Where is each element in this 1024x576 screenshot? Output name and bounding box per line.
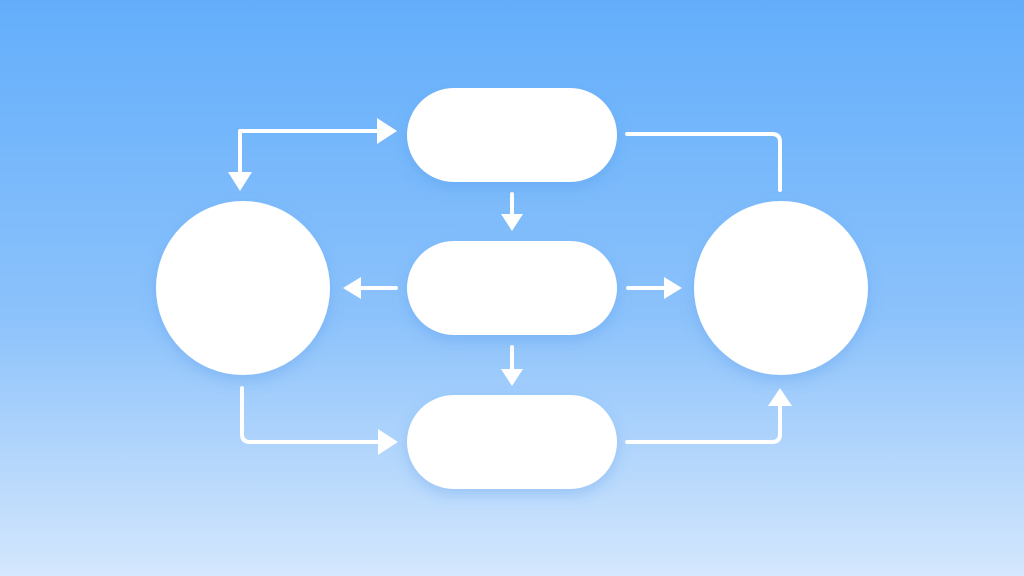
connector-top-pill-middle-pill xyxy=(501,192,523,231)
right-circle-node xyxy=(694,201,868,375)
connector-bottom-pill-right-circle xyxy=(625,388,792,444)
middle-pill-node xyxy=(407,241,617,335)
arrowhead-to-top-pill xyxy=(377,118,397,144)
connector-middle-pill-right-circle xyxy=(626,277,682,299)
connector-left-circle-bottom-pill xyxy=(240,386,398,455)
bottom-pill-node xyxy=(407,395,617,489)
connector-layer xyxy=(228,118,792,455)
connector-middle-pill-left-circle xyxy=(343,277,398,299)
connector-top-pill-right-circle xyxy=(625,132,782,192)
connector-left-circle-top-pill xyxy=(228,118,397,191)
top-pill-node xyxy=(407,88,617,182)
node-layer xyxy=(156,88,868,489)
arrowhead-to-left-circle xyxy=(228,172,252,191)
connector-middle-pill-bottom-pill xyxy=(501,345,523,386)
left-circle-node xyxy=(156,201,330,375)
